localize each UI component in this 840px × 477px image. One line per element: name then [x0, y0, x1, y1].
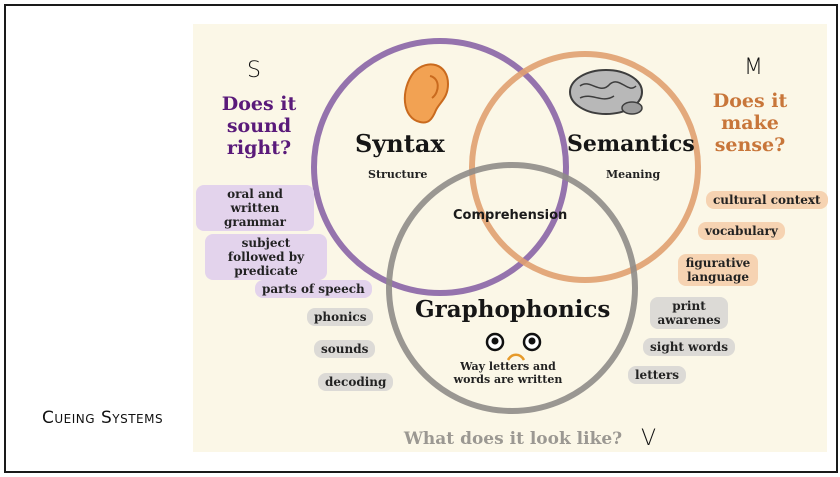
- tag-parts-of-speech: parts of speech: [255, 280, 372, 298]
- s-letter: S: [247, 58, 261, 83]
- cueing-systems-label: Cueing Systems: [42, 408, 164, 428]
- semantics-question: Does it make sense?: [712, 90, 788, 156]
- tag-subject-predicate: subject followed by predicate: [205, 234, 327, 280]
- tag-letters: letters: [628, 366, 686, 384]
- graphophonics-subtitle: Way letters and words are written: [453, 360, 563, 386]
- tag-cultural-context: cultural context: [706, 191, 828, 209]
- tag-decoding: decoding: [318, 373, 394, 391]
- graphophonics-circle: [386, 162, 638, 414]
- graphophonics-question: What does it look like?: [403, 429, 623, 449]
- brain-icon: [569, 69, 643, 115]
- tag-sight-words: sight words: [643, 338, 735, 356]
- comprehension-label: Comprehension: [453, 208, 568, 223]
- syntax-subtitle: Structure: [368, 168, 428, 181]
- v-letter: V: [641, 426, 657, 451]
- syntax-circle: [311, 38, 569, 296]
- graphophonics-title: Graphophonics: [415, 296, 611, 323]
- tag-print-awareness: print awarenes: [650, 297, 728, 329]
- tag-figurative-language: figurative language: [678, 254, 758, 286]
- ear-icon: [403, 63, 450, 124]
- semantics-title: Semantics: [567, 131, 695, 157]
- semantics-subtitle: Meaning: [606, 168, 661, 181]
- syntax-question: Does it sound right?: [221, 93, 297, 159]
- m-letter: M: [744, 55, 763, 80]
- eyes-icon: [485, 332, 542, 361]
- tag-sounds: sounds: [314, 340, 376, 358]
- tag-phonics: phonics: [307, 308, 374, 326]
- syntax-title: Syntax: [355, 129, 445, 158]
- tag-vocabulary: vocabulary: [698, 222, 785, 240]
- semantics-circle: [469, 51, 701, 283]
- tag-oral-written-grammar: oral and written grammar: [196, 185, 314, 231]
